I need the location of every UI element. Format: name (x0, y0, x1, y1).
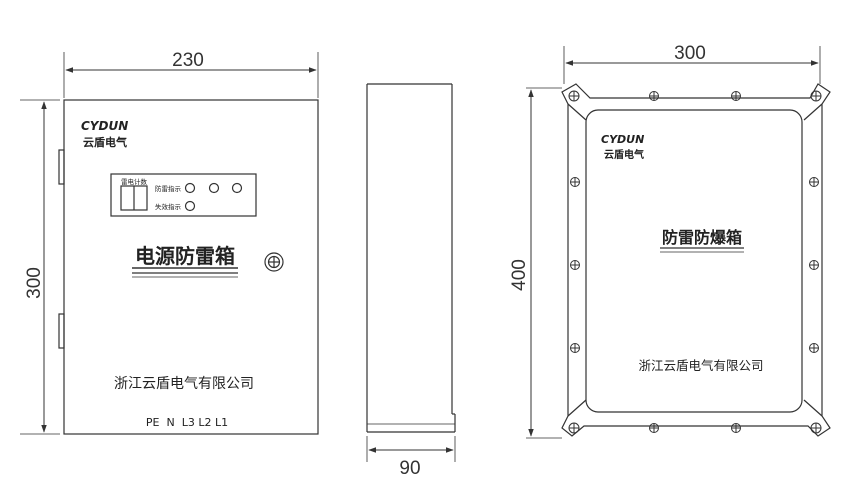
indicator-lamp-2 (208, 182, 220, 194)
dim-front-width: 230 (172, 50, 204, 71)
bolt-icon (810, 422, 822, 434)
flange-bolts (568, 90, 822, 434)
bolt-icon (570, 177, 580, 187)
dim-ex-height: 400 (509, 259, 530, 291)
ex-brand-logo: CYDUN (601, 133, 644, 146)
bolt-icon (568, 422, 580, 434)
ex-inner-lid (585, 109, 803, 413)
front-dimensions (41, 67, 317, 433)
indicator-lamp-4 (184, 200, 196, 212)
side-view (366, 83, 456, 462)
front-enclosure (63, 99, 319, 435)
ex-dimensions (528, 60, 819, 437)
bolt-icon (809, 343, 819, 353)
front-view (20, 52, 319, 435)
bolt-icon (809, 177, 819, 187)
front-title: 电源防雷箱 (135, 244, 235, 268)
lock-icon (264, 252, 284, 272)
indicator-lightning-label: 防雷指示 (155, 184, 182, 193)
indicator-lamp-1 (184, 182, 196, 194)
bolt-icon (570, 260, 580, 270)
bolt-icon (649, 91, 659, 101)
indicator-failure-label: 失效指示 (155, 202, 182, 211)
bolt-icon (731, 91, 741, 101)
ex-title: 防雷防爆箱 (662, 228, 742, 247)
dim-side-depth: 90 (399, 458, 420, 479)
dim-ex-width: 300 (674, 43, 706, 64)
bolt-icon (568, 90, 580, 102)
bolt-icon (809, 260, 819, 270)
indicator-panel (110, 173, 257, 217)
hinge-top (58, 149, 65, 185)
front-company: 浙江云盾电气有限公司 (114, 376, 254, 392)
counter-label: 雷电计数 (121, 177, 148, 186)
bolt-icon (810, 90, 822, 102)
front-terminals: PE N L3 L2 L1 (146, 416, 228, 429)
explosion-view (526, 46, 831, 439)
bolt-icon (731, 423, 741, 433)
front-brand-logo: CYDUN (81, 119, 128, 133)
ex-company: 浙江云盾电气有限公司 (638, 358, 763, 373)
indicator-lamp-3 (231, 182, 243, 194)
front-brand-name: 云盾电气 (83, 135, 127, 149)
ex-outer-flange (561, 83, 831, 437)
hinge-bottom (58, 313, 65, 349)
bolt-icon (570, 343, 580, 353)
bolt-icon (649, 423, 659, 433)
dim-front-height: 300 (24, 267, 45, 299)
ex-brand-name: 云盾电气 (604, 148, 644, 161)
